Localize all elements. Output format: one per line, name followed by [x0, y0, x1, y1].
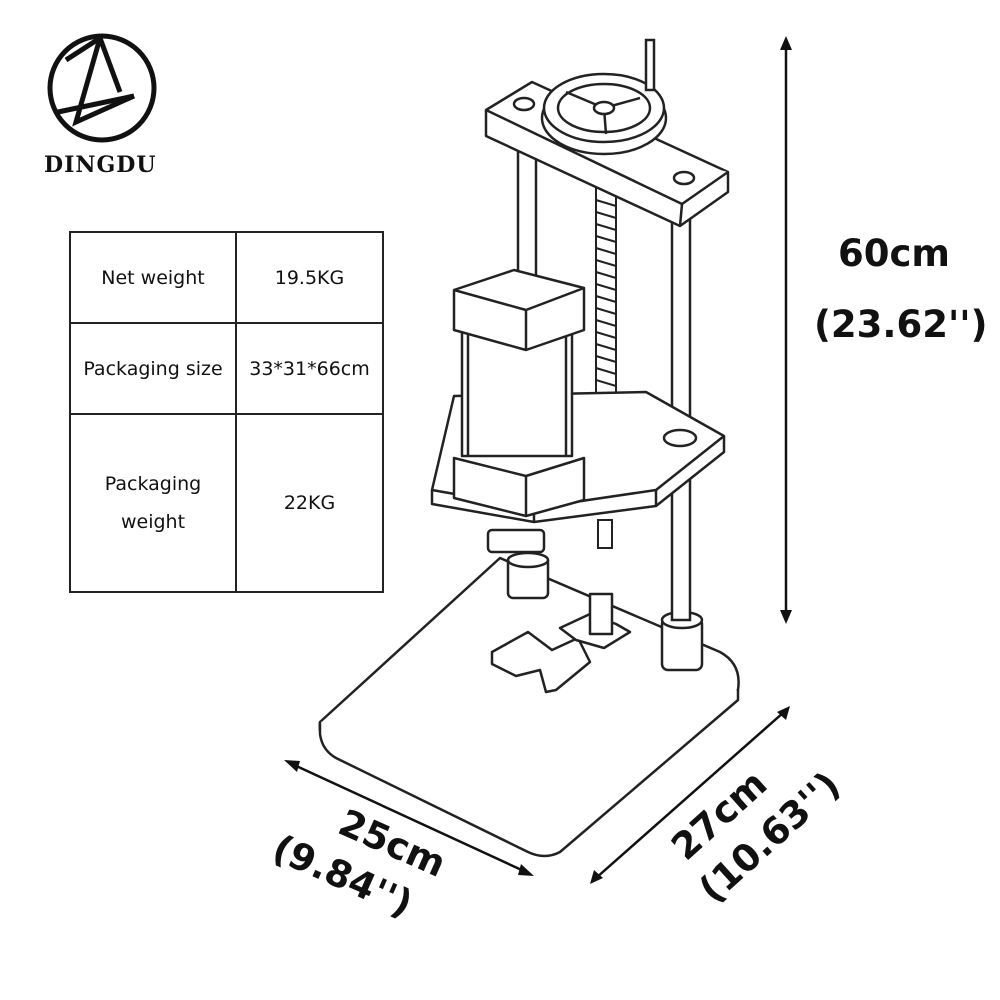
press-head	[486, 528, 550, 600]
table-row: Net weight 19.5KG	[69, 230, 384, 325]
height-in: (23.62'')	[814, 303, 988, 346]
depth-label: 27cm (10.63'')	[663, 762, 848, 911]
handwheel	[540, 38, 668, 156]
lead-screw	[595, 187, 617, 549]
spec-value: 19.5KG	[235, 230, 384, 325]
width-arrow	[284, 760, 534, 876]
height-arrow	[780, 36, 792, 624]
spec-value: 22KG	[235, 413, 384, 593]
spec-label: Net weight	[69, 230, 237, 325]
brand-name: DINGDU	[44, 152, 157, 178]
spec-table: Net weight 19.5KG Packaging size 33*31*6…	[69, 230, 384, 593]
base-plate	[318, 556, 740, 858]
spec-label: Packaging weight	[69, 413, 237, 593]
spec-label: Packaging size	[69, 322, 237, 416]
height-cm: 60cm	[838, 232, 950, 275]
width-label: 25cm (9.84'')	[266, 801, 452, 926]
table-row: Packaging weight 22KG	[69, 413, 384, 593]
fixture-jaw	[490, 592, 632, 694]
spec-value: 33*31*66cm	[235, 322, 384, 416]
dingdu-logo	[47, 33, 157, 143]
depth-arrow	[590, 706, 790, 884]
pneumatic-cylinder	[452, 268, 586, 518]
table-row: Packaging size 33*31*66cm	[69, 322, 384, 416]
